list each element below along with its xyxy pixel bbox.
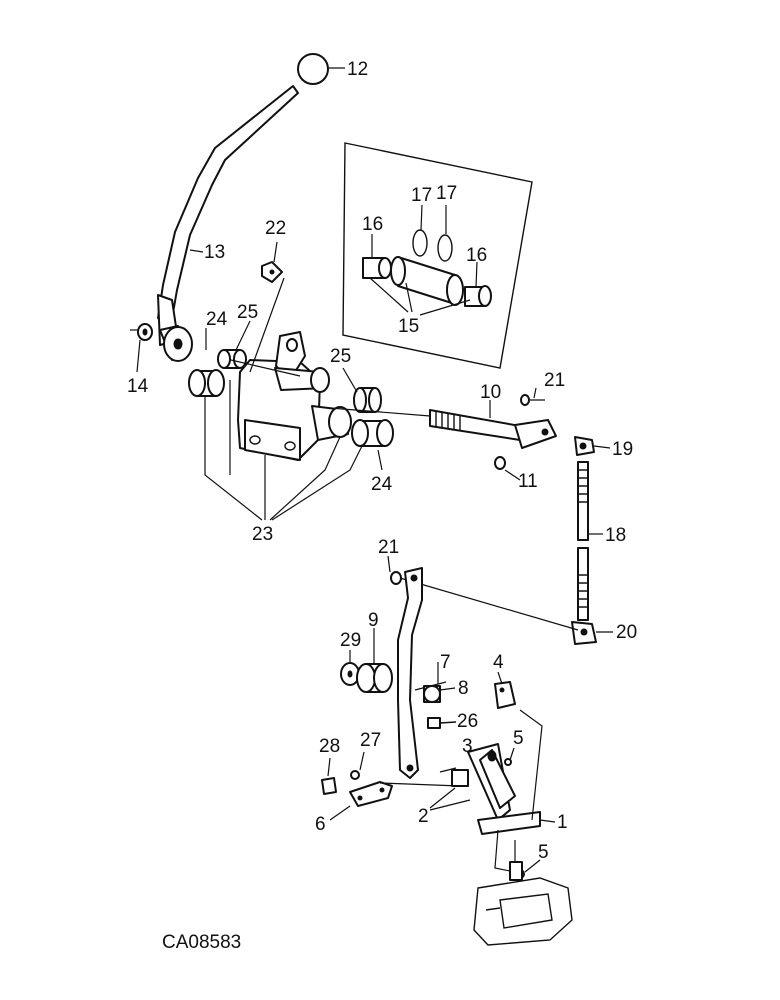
callout-29: 29 xyxy=(340,630,361,651)
clip-22 xyxy=(249,241,285,373)
callout-17a: 17 xyxy=(411,185,432,206)
bushing-9 xyxy=(356,663,376,693)
callout-27: 27 xyxy=(360,730,381,751)
callout-2: 2 xyxy=(418,806,429,827)
callout-25b: 25 xyxy=(330,346,351,367)
callout-15: 15 xyxy=(398,316,419,337)
bolt-28 xyxy=(321,777,337,795)
linkage-rod-18 xyxy=(571,436,613,645)
callout-1: 1 xyxy=(557,812,568,833)
shift-housing-23 xyxy=(230,331,352,461)
callout-18: 18 xyxy=(605,525,626,546)
o-ring-17-a xyxy=(412,229,428,257)
bushing-kit-inset xyxy=(342,142,533,369)
callout-16a: 16 xyxy=(362,214,383,235)
callout-20: 20 xyxy=(616,622,637,643)
bushing-16-right xyxy=(464,285,492,307)
o-ring-17-b xyxy=(437,234,453,262)
bushings-left xyxy=(188,320,251,397)
callout-19: 19 xyxy=(612,439,633,460)
bolt-26 xyxy=(427,717,441,729)
callout-5b: 5 xyxy=(538,842,549,863)
link-4 xyxy=(494,681,516,709)
callout-14: 14 xyxy=(127,376,149,397)
callout-labels: 12 13 14 24 25 22 25 24 23 16 17 17 16 1… xyxy=(127,59,637,863)
knob-12 xyxy=(297,53,329,85)
callout-23: 23 xyxy=(252,524,273,545)
leaders-23 xyxy=(204,380,363,521)
callout-5a: 5 xyxy=(513,728,524,749)
callout-22: 22 xyxy=(265,218,286,239)
callout-21a: 21 xyxy=(544,370,565,391)
callout-21b: 21 xyxy=(378,537,399,558)
lever-hub xyxy=(130,323,193,373)
sleeve-15 xyxy=(390,256,464,306)
callout-9: 9 xyxy=(368,610,379,631)
callout-26: 26 xyxy=(457,711,478,732)
callout-3: 3 xyxy=(462,736,473,757)
callout-4: 4 xyxy=(493,652,504,673)
bushing-16-left xyxy=(362,257,392,279)
callout-24b: 24 xyxy=(371,474,393,495)
bracket-assembly xyxy=(429,671,556,881)
drawing-code: CA08583 xyxy=(162,932,241,953)
callout-7: 7 xyxy=(440,652,451,673)
nut-5-upper xyxy=(504,758,512,766)
shaft-10 xyxy=(329,387,557,481)
callout-11: 11 xyxy=(518,471,538,492)
callout-25a: 25 xyxy=(237,302,258,323)
clip-11 xyxy=(494,456,506,470)
callout-8: 8 xyxy=(458,678,469,699)
arm-bushings xyxy=(340,628,457,729)
callout-12: 12 xyxy=(347,59,368,80)
callout-16b: 16 xyxy=(466,245,487,266)
pin-21-lower xyxy=(390,571,402,585)
callout-28: 28 xyxy=(319,736,340,757)
callout-10: 10 xyxy=(480,382,501,403)
callout-6: 6 xyxy=(315,814,326,835)
inset-frame xyxy=(342,142,533,369)
callout-24a: 24 xyxy=(206,309,228,330)
bushings-right xyxy=(342,367,394,471)
callout-17b: 17 xyxy=(436,183,457,204)
pin-2 xyxy=(451,769,469,787)
transmission-housing xyxy=(473,877,573,946)
link-6 xyxy=(321,751,461,821)
pin-21-top xyxy=(520,394,530,406)
nut-27 xyxy=(350,770,360,780)
shift-arm-7 xyxy=(387,555,579,779)
callout-13: 13 xyxy=(204,242,225,263)
